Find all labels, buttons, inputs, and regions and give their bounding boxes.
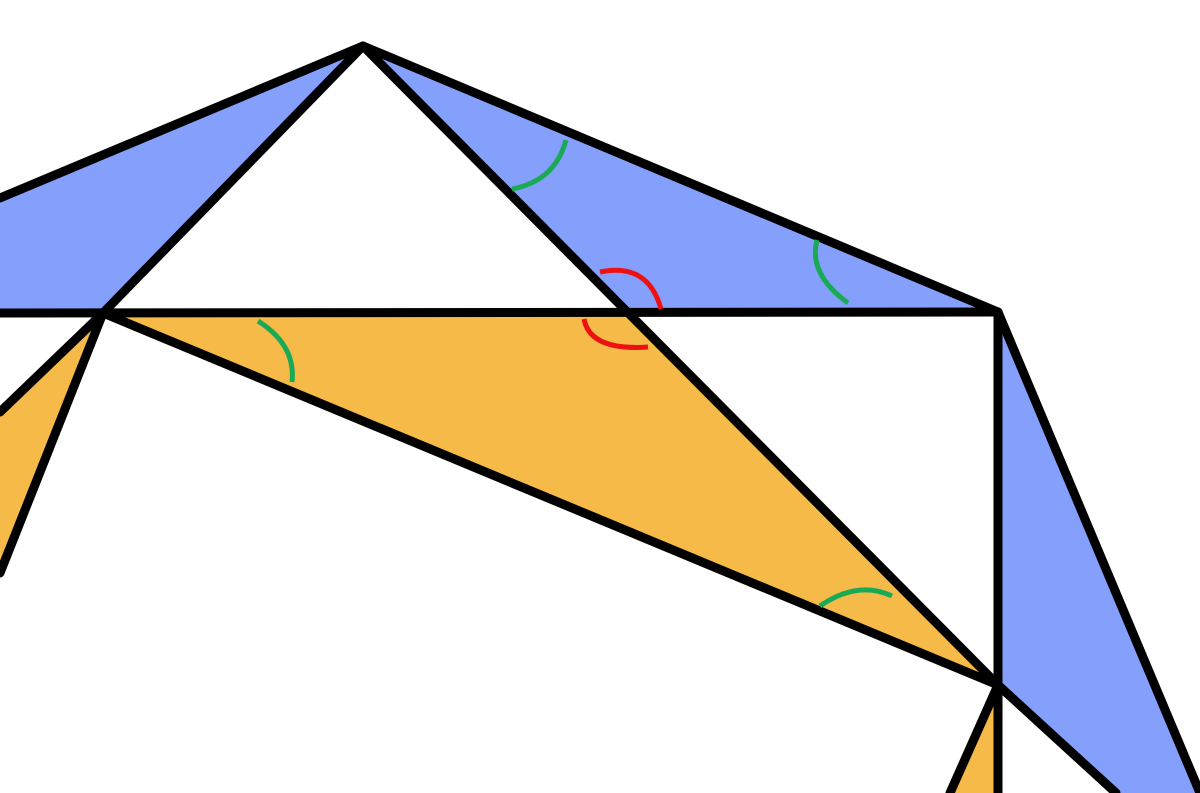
edge-upper-right-roof <box>358 41 1003 317</box>
edge-horizontal-base <box>0 307 1003 318</box>
upper-left-blue-triangle <box>0 46 363 313</box>
edge-bottom-sliver <box>945 680 1003 793</box>
edge-upper-left-roof <box>0 41 368 203</box>
green-angle-mark-orange-bottom <box>818 587 894 609</box>
green-angle-mark-orange-left <box>256 318 295 383</box>
red-angle-mark-lower <box>581 318 649 350</box>
edge-apex-to-left-base <box>98 41 368 318</box>
angle-marks <box>256 139 894 609</box>
edge-orange-diagonal <box>98 308 1003 690</box>
edge-apex-to-lower-right <box>358 41 1003 690</box>
edge-left-upper <box>0 308 108 417</box>
edge-right-outer <box>993 307 1200 793</box>
edge-lower-right-exit <box>993 680 1121 793</box>
edges <box>0 41 1200 793</box>
green-angle-mark-right-band <box>812 239 850 306</box>
green-angle-mark-apex-band <box>511 139 569 192</box>
edge-left-lower <box>0 308 108 578</box>
red-angle-mark-upper <box>599 267 664 310</box>
